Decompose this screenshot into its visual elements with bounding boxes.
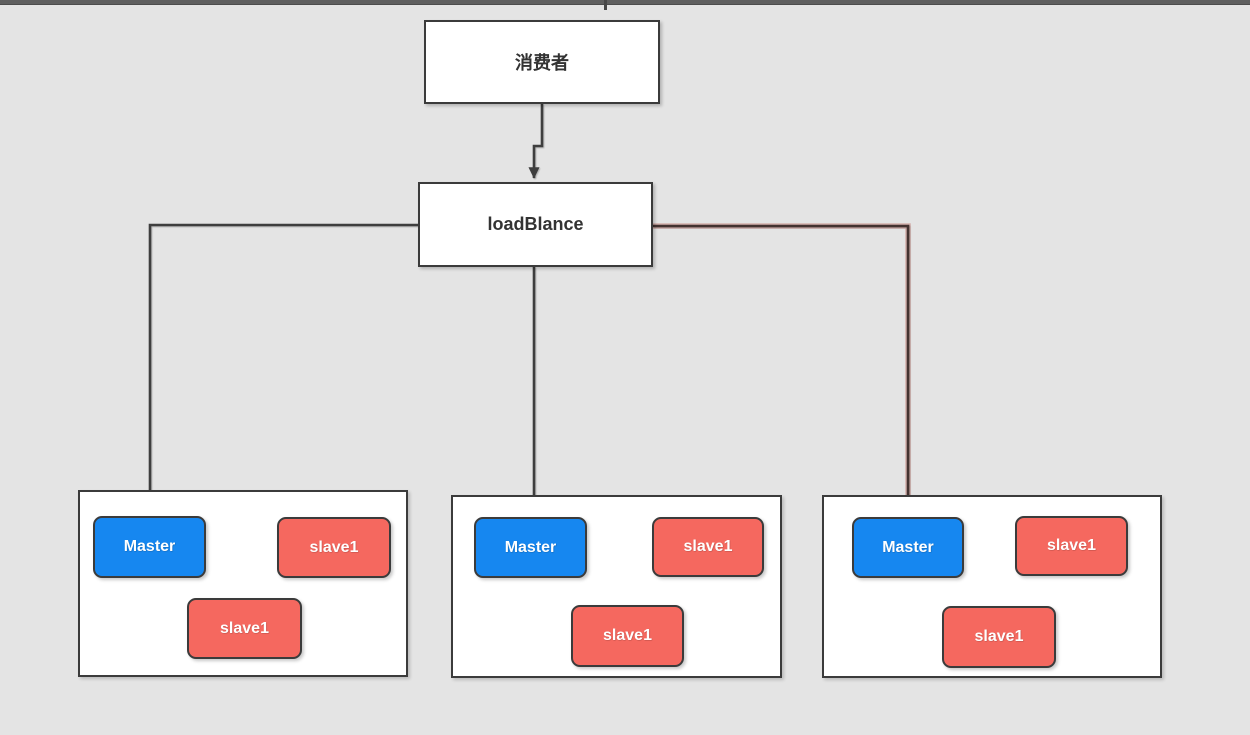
- node-consumer[interactable]: 消费者: [424, 20, 660, 104]
- cluster-2-slave-bottom-node[interactable]: slave1: [571, 605, 684, 667]
- cluster-1-master-node[interactable]: Master: [93, 516, 206, 578]
- slave-label: slave1: [309, 538, 359, 556]
- edge-loadbalancer-to-cluster3[interactable]: [653, 224, 914, 511]
- load-balancer-label: loadBlance: [487, 214, 584, 234]
- cluster-3-master-node[interactable]: Master: [852, 517, 964, 578]
- master-label: Master: [123, 538, 176, 555]
- edge-consumer-to-loadbalancer[interactable]: [528, 104, 544, 179]
- node-load-balancer[interactable]: loadBlance: [418, 182, 653, 267]
- master-label: Master: [504, 538, 557, 556]
- top-scrollbar[interactable]: [0, 0, 1250, 5]
- top-scrollbar-notch: [604, 0, 607, 10]
- cluster-2-slave-top-node[interactable]: slave1: [652, 517, 764, 577]
- consumer-label: 消费者: [515, 53, 569, 73]
- master-label: Master: [882, 538, 934, 556]
- slave-label: slave1: [603, 627, 652, 644]
- cluster-1-slave-bottom-node[interactable]: slave1: [187, 598, 302, 659]
- cluster-3-slave-bottom-node[interactable]: slave1: [942, 606, 1056, 668]
- slave-label: slave1: [974, 628, 1024, 645]
- edge-loadbalancer-to-cluster3-halo: [653, 223, 911, 505]
- cluster-1-slave-top-node[interactable]: slave1: [277, 517, 391, 578]
- cluster-3-slave-top-node[interactable]: slave1: [1015, 516, 1128, 576]
- edge-loadbalancer-to-cluster1[interactable]: [144, 223, 418, 511]
- slave-label: slave1: [1047, 537, 1096, 554]
- slave-label: slave1: [683, 538, 733, 555]
- cluster-2-master-node[interactable]: Master: [474, 517, 587, 578]
- slave-label: slave1: [220, 619, 269, 637]
